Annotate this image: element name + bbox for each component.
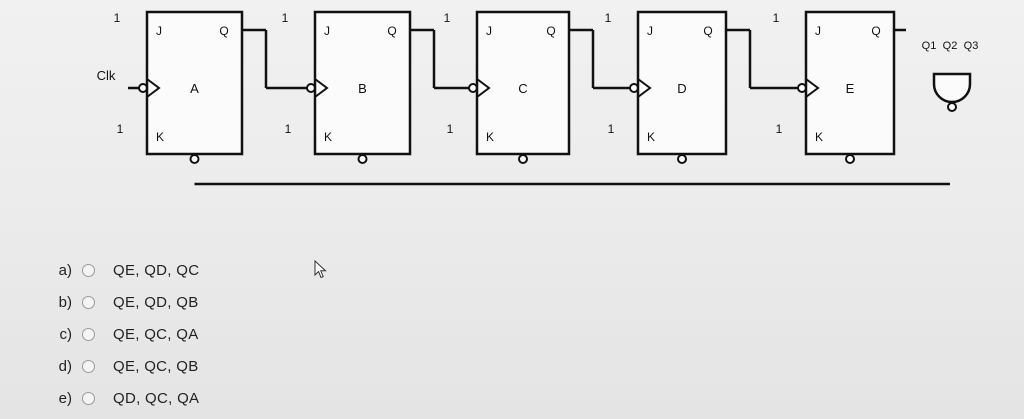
- option-letter: e): [58, 389, 72, 407]
- option-text: QD, QC, QA: [113, 389, 200, 407]
- flipflop-name: A: [190, 81, 199, 96]
- j-pin-label: J: [156, 24, 162, 38]
- option-a[interactable]: a) QE, QD, QC: [50, 254, 199, 286]
- j-input-value: 1: [282, 11, 289, 25]
- k-input-value: 1: [447, 122, 454, 136]
- q-pin-label: Q: [219, 24, 228, 38]
- option-text: QE, QD, QC: [113, 261, 200, 279]
- radio-button[interactable]: [82, 359, 95, 373]
- k-pin-label: K: [156, 130, 164, 144]
- flipflop-e: J K Q E 1 1: [773, 10, 896, 164]
- option-letter: a): [58, 261, 72, 279]
- j-pin-label: J: [815, 24, 821, 38]
- q-pin-label: Q: [546, 24, 555, 38]
- reset-bubble: [357, 154, 368, 164]
- gate-input-q3: Q3: [964, 40, 979, 52]
- j-pin-label: J: [486, 24, 492, 38]
- reset-bubble: [845, 154, 855, 164]
- j-pin-label: J: [647, 24, 653, 38]
- flipflop-d: J K Q D 1 1: [605, 10, 728, 164]
- option-text: QE, QD, QB: [113, 293, 199, 311]
- j-input-value: 1: [605, 11, 612, 25]
- k-input-value: 1: [117, 122, 124, 136]
- option-letter: c): [59, 325, 73, 343]
- option-text: QE, QC, QB: [113, 357, 199, 375]
- flipflop-body: [636, 10, 728, 156]
- clock-triangle-icon: [637, 78, 652, 98]
- answer-options: a) QE, QD, QC b) QE, QD, QB c) QE, QC, Q…: [50, 254, 199, 414]
- reset-bubble: [189, 154, 200, 164]
- option-e[interactable]: e) QD, QC, QA: [50, 382, 199, 414]
- and-gate: Q1 Q2 Q3: [922, 40, 979, 112]
- j-input-value: 1: [773, 11, 780, 25]
- nand-gate-body: [932, 72, 972, 104]
- k-input-value: 1: [608, 122, 615, 136]
- flipflop-name: B: [358, 81, 367, 96]
- reset-bubble: [677, 154, 687, 164]
- gate-input-q2: Q2: [943, 40, 958, 52]
- j-input-value: 1: [114, 11, 121, 25]
- k-pin-label: K: [647, 130, 655, 144]
- clock-triangle-icon: [314, 78, 329, 98]
- k-input-value: 1: [776, 122, 783, 136]
- flipflop-body: [145, 10, 244, 156]
- option-c[interactable]: c) QE, QC, QA: [50, 318, 199, 350]
- nand-output-bubble: [947, 102, 957, 112]
- gate-input-q1: Q1: [922, 40, 937, 52]
- clock-label: Clk: [97, 68, 116, 83]
- flipflop-name: E: [846, 81, 855, 96]
- clock-triangle-icon: [476, 78, 491, 98]
- q-pin-label: Q: [703, 24, 712, 38]
- radio-button[interactable]: [82, 295, 95, 309]
- reset-bubble: [518, 154, 528, 164]
- k-pin-label: K: [486, 130, 494, 144]
- flipflop-a: J K Q A 1 1: [114, 10, 244, 164]
- option-b[interactable]: b) QE, QD, QB: [50, 286, 199, 318]
- q-pin-label: Q: [871, 24, 880, 38]
- option-d[interactable]: d) QE, QC, QB: [50, 350, 199, 382]
- flipflop-b: J K Q B 1 1: [282, 10, 412, 164]
- k-input-value: 1: [285, 122, 292, 136]
- j-pin-label: J: [324, 24, 330, 38]
- k-pin-label: K: [815, 130, 823, 144]
- flipflop-c: J K Q C 1 1: [444, 10, 571, 164]
- flipflop-body: [804, 10, 896, 156]
- radio-button[interactable]: [82, 263, 95, 277]
- mouse-cursor-icon: [314, 260, 327, 279]
- flipflop-name: C: [518, 81, 527, 96]
- clock-triangle-icon: [805, 78, 820, 98]
- radio-button[interactable]: [82, 391, 95, 405]
- radio-button[interactable]: [82, 327, 95, 341]
- option-text: QE, QC, QA: [113, 325, 199, 343]
- j-input-value: 1: [444, 11, 451, 25]
- option-letter: b): [58, 293, 72, 311]
- flipflop-body: [313, 10, 412, 156]
- q-pin-label: Q: [387, 24, 396, 38]
- k-pin-label: K: [324, 130, 332, 144]
- clock-triangle-icon: [146, 78, 161, 98]
- flipflop-name: D: [677, 81, 686, 96]
- option-letter: d): [58, 357, 72, 375]
